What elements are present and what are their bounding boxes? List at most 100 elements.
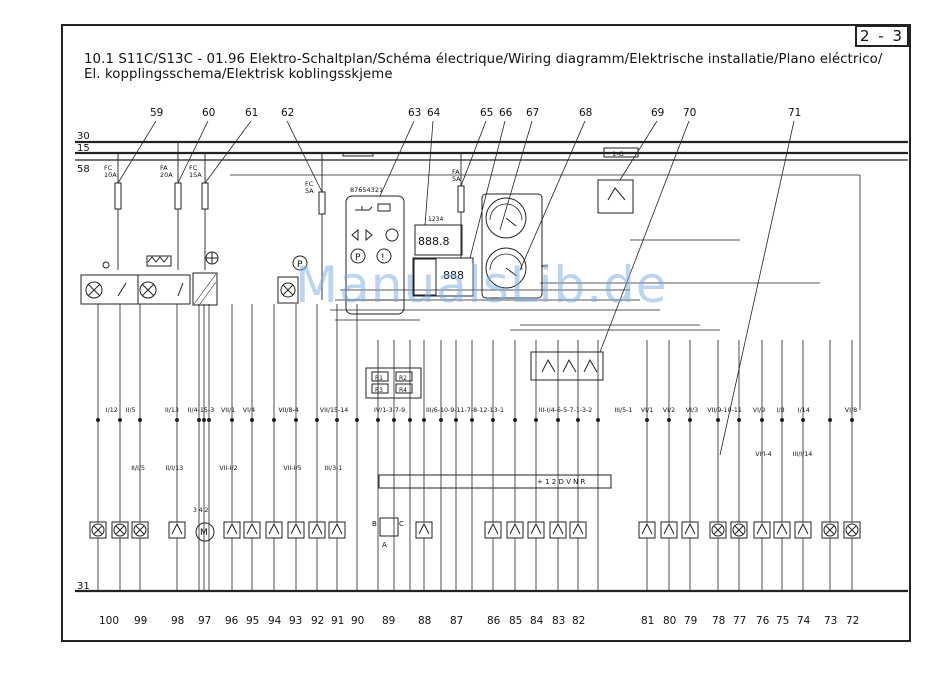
top-ref-70: 70: [683, 107, 696, 119]
svg-text:87654321: 87654321: [350, 186, 383, 194]
title-line-2: El. kopplingsschema/Elektrisk koblingssk…: [84, 67, 393, 82]
motor-pins: 3 4 2: [193, 507, 208, 514]
terminal-dot-0: [96, 417, 101, 422]
gear-position-labels: + 1 2 D V N R: [537, 478, 586, 486]
fuse-feeds: [117, 142, 462, 300]
svg-text:A: A: [382, 541, 387, 549]
consumer-symbol-11: [484, 521, 502, 539]
lamp-icon: [845, 523, 859, 537]
consumer-symbol-10: [415, 521, 433, 539]
leader-66: [469, 120, 506, 259]
rail-label-31: 31: [77, 581, 90, 592]
leader-61: [204, 120, 252, 184]
lamp-icon: [711, 523, 725, 537]
terminal-dot-3: [174, 417, 179, 422]
svg-text:FA: FA: [160, 164, 168, 172]
top-ref-67: 67: [526, 107, 539, 119]
motor-icon: [195, 522, 215, 542]
svg-text:15A: 15A: [189, 171, 202, 179]
lamp-icon: [823, 523, 837, 537]
terminal-dot-5: [201, 417, 206, 422]
gauge-cluster: [481, 193, 548, 299]
lamp-cross-b: [847, 525, 857, 535]
heater-symbol-icon: [147, 256, 169, 263]
lamp-icon: [732, 523, 746, 537]
connector-code-5: VI/4: [243, 407, 255, 414]
switch-icon: [487, 522, 499, 535]
bottom-ref-78: 78: [712, 615, 725, 627]
leader-67: [499, 120, 533, 231]
terminal-dot-30: [716, 417, 721, 422]
bottom-ref-73: 73: [824, 615, 837, 627]
terminal-dot-4: [196, 417, 201, 422]
lamp-cross-b: [135, 525, 145, 535]
switch-icon: [246, 522, 258, 535]
connector-code-6: VII/8-4: [278, 407, 298, 414]
connector-code-17: I/8: [777, 407, 785, 414]
terminal-dot-17: [421, 417, 426, 422]
bottom-ref-88: 88: [418, 615, 431, 627]
svg-text:R4: R4: [399, 387, 407, 394]
connector-code-3: II/4-15-3: [188, 407, 214, 414]
hour-meter-readout: 888.8: [418, 235, 450, 248]
top-ref-65: 65: [480, 107, 493, 119]
lamp-cross-b: [93, 525, 103, 535]
relay-69: 1-G: [597, 147, 639, 214]
svg-text:B: B: [372, 520, 377, 528]
bottom-ref-77: 77: [733, 615, 746, 627]
drop-wires: [96, 174, 861, 591]
consumer-symbol-18: [681, 521, 699, 539]
rail-label-15: 15: [77, 143, 90, 154]
lamp-icon: [133, 523, 147, 537]
top-ref-64: 64: [427, 107, 441, 119]
terminal-dot-19: [453, 417, 458, 422]
high-beam-icon: [385, 228, 399, 242]
worklight-symbol-icon: [102, 261, 110, 269]
connector-code-16: VI/9: [753, 407, 765, 414]
svg-text:5A: 5A: [305, 187, 314, 195]
bottom-ref-81: 81: [641, 615, 654, 627]
terminal-dot-35: [828, 417, 833, 422]
connector-code-2: II/13: [165, 407, 179, 414]
svg-text:10A: 10A: [104, 171, 117, 179]
switch-icon: [290, 522, 302, 535]
terminal-dot-22: [513, 417, 518, 422]
lamp-cross-b: [734, 525, 744, 535]
top-leader-lines: [117, 120, 795, 456]
connector-code-18: I/14: [798, 407, 810, 414]
parking-brake-icon: [292, 255, 308, 271]
lamp-cross-b: [115, 525, 125, 535]
bottom-ref-76: 76: [756, 615, 770, 627]
terminal-dot-15: [391, 417, 396, 422]
switch-icon: [418, 522, 430, 535]
bottom-ref-87: 87: [450, 615, 463, 627]
switch-icon: [171, 522, 183, 535]
leader-70: [599, 120, 690, 353]
svg-text:R2: R2: [399, 375, 407, 382]
bottom-ref-75: 75: [776, 615, 789, 627]
switch-icon: [663, 522, 675, 535]
top-ref-62: 62: [281, 107, 294, 119]
terminal-dot-23: [534, 417, 539, 422]
brake-warning-icon: [350, 248, 366, 264]
bottom-ref-79: 79: [684, 615, 697, 627]
terminal-dot-12: [334, 417, 339, 422]
bottom-consumers: [89, 521, 861, 539]
consumer-symbol-8: [308, 521, 326, 539]
consumer-symbol-7: [287, 521, 305, 539]
display-connector-pins: 1234: [428, 216, 443, 223]
terminal-dot-14: [375, 417, 380, 422]
top-ref-60: 60: [202, 107, 215, 119]
switch-icon: [572, 522, 584, 535]
svg-text:P: P: [297, 260, 303, 270]
diagram-title: 10.1 S11C/S13C - 01.96 Elektro-Schaltpla…: [84, 52, 882, 82]
bottom-ref-100: 100: [99, 615, 119, 627]
svg-text:FC: FC: [305, 180, 314, 188]
lamp-cross-b: [713, 525, 723, 535]
relay-block: R1 R2 R3 R4: [365, 367, 422, 399]
worklight-switch-icon: [117, 282, 127, 297]
